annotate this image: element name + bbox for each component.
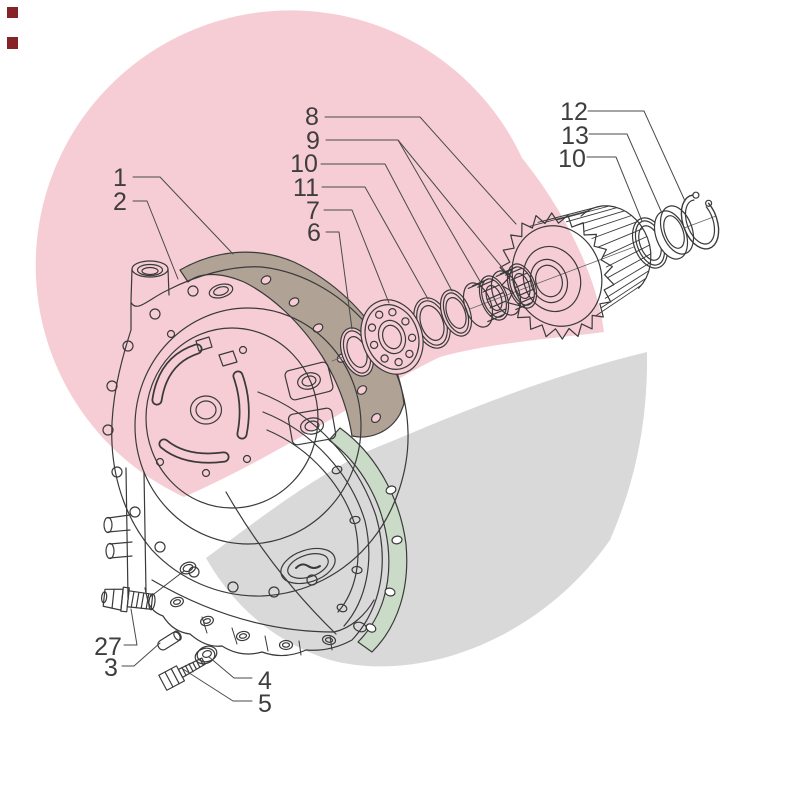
callout-3: 3 — [104, 654, 118, 682]
threaded-stub — [130, 260, 170, 302]
emblem-badge — [280, 547, 336, 585]
plug-threaded-hole — [179, 561, 197, 575]
dome-arc — [225, 491, 337, 635]
center-bore — [189, 395, 223, 425]
threaded-bosses — [284, 361, 337, 446]
callout-1: 1 — [113, 164, 127, 192]
hex-bolt — [158, 657, 206, 691]
callout-10b: 10 — [558, 145, 586, 173]
callout-10: 10 — [290, 150, 318, 178]
dowel-pin — [157, 630, 182, 651]
callout-27: 27 — [94, 633, 122, 661]
callout-5: 5 — [258, 690, 272, 718]
callout-11: 11 — [293, 174, 319, 202]
ribs — [201, 616, 333, 656]
face-tab — [218, 350, 238, 367]
callout-leader-lines — [121, 110, 686, 702]
left-strip — [103, 467, 147, 599]
callout-12: 12 — [560, 98, 588, 126]
callout-labels: 1 2 8 9 10 11 7 6 12 13 10 27 3 4 5 — [94, 98, 589, 718]
exploded-parts — [102, 191, 720, 598]
lower-cover — [103, 391, 383, 657]
assembly-line — [149, 570, 185, 598]
callout-4: 4 — [258, 667, 272, 695]
catalog-marker-square — [7, 37, 18, 49]
gasket-holes — [365, 485, 403, 633]
rim-lug-holes — [331, 465, 363, 613]
lower-gasket — [328, 427, 408, 653]
washer — [194, 645, 218, 665]
watermark-gray-shape — [206, 352, 648, 667]
callout-13: 13 — [561, 122, 589, 150]
main-cover — [111, 260, 409, 597]
exploded-view-drawing — [100, 110, 720, 702]
face-tab — [195, 336, 213, 352]
callout-6: 6 — [307, 219, 321, 247]
cover-slots — [151, 343, 250, 464]
catalog-marker-square — [7, 7, 18, 18]
background-logo-watermark — [35, 10, 648, 667]
callout-8: 8 — [305, 103, 319, 131]
drain-plug — [100, 586, 156, 613]
threaded-hole — [208, 283, 234, 299]
callout-2: 2 — [113, 188, 127, 216]
callout-7: 7 — [306, 197, 320, 225]
callout-9: 9 — [306, 127, 320, 155]
watermark-pink-shape — [35, 10, 605, 497]
